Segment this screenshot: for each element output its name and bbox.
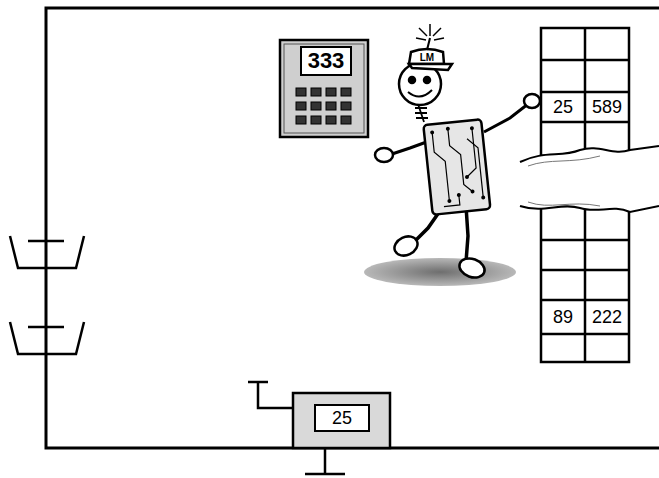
- little-man: [364, 24, 540, 286]
- calculator-key: [296, 102, 306, 110]
- calculator-key: [326, 102, 336, 110]
- calculator-display: 333: [300, 46, 352, 76]
- calculator-key: [326, 88, 336, 96]
- calculator-key: [326, 116, 336, 124]
- counter-display: 25: [314, 404, 370, 432]
- calculator-key: [311, 116, 321, 124]
- calculator-key: [311, 102, 321, 110]
- counter-housing: [248, 382, 390, 474]
- display-value: 25: [332, 409, 352, 427]
- cap-letters-text: LM: [420, 53, 434, 63]
- mailbox-address: 25: [541, 92, 585, 122]
- mailbox-divider: [584, 28, 587, 163]
- cap-letters: LM: [412, 51, 442, 64]
- mailbox-address: 89: [541, 300, 585, 334]
- calculator: [280, 40, 368, 137]
- mailbox-content: 222: [585, 300, 629, 334]
- calculator-key: [341, 88, 351, 96]
- mailbox-divider: [584, 195, 587, 362]
- calculator-key: [296, 88, 306, 96]
- calculator-key: [341, 102, 351, 110]
- display-value: 333: [308, 50, 345, 72]
- mailbox-content-text: 222: [592, 308, 622, 326]
- tray-symbol: [10, 236, 84, 354]
- mailbox-address-text: 25: [553, 98, 573, 116]
- torn-gap: [520, 146, 659, 212]
- calculator-key: [296, 116, 306, 124]
- mailbox-content-text: 589: [592, 98, 622, 116]
- calculator-key: [311, 88, 321, 96]
- calculator-key: [341, 116, 351, 124]
- mailbox-content: 589: [585, 92, 629, 122]
- mailbox-address-text: 89: [553, 308, 573, 326]
- room-wall: [46, 8, 659, 448]
